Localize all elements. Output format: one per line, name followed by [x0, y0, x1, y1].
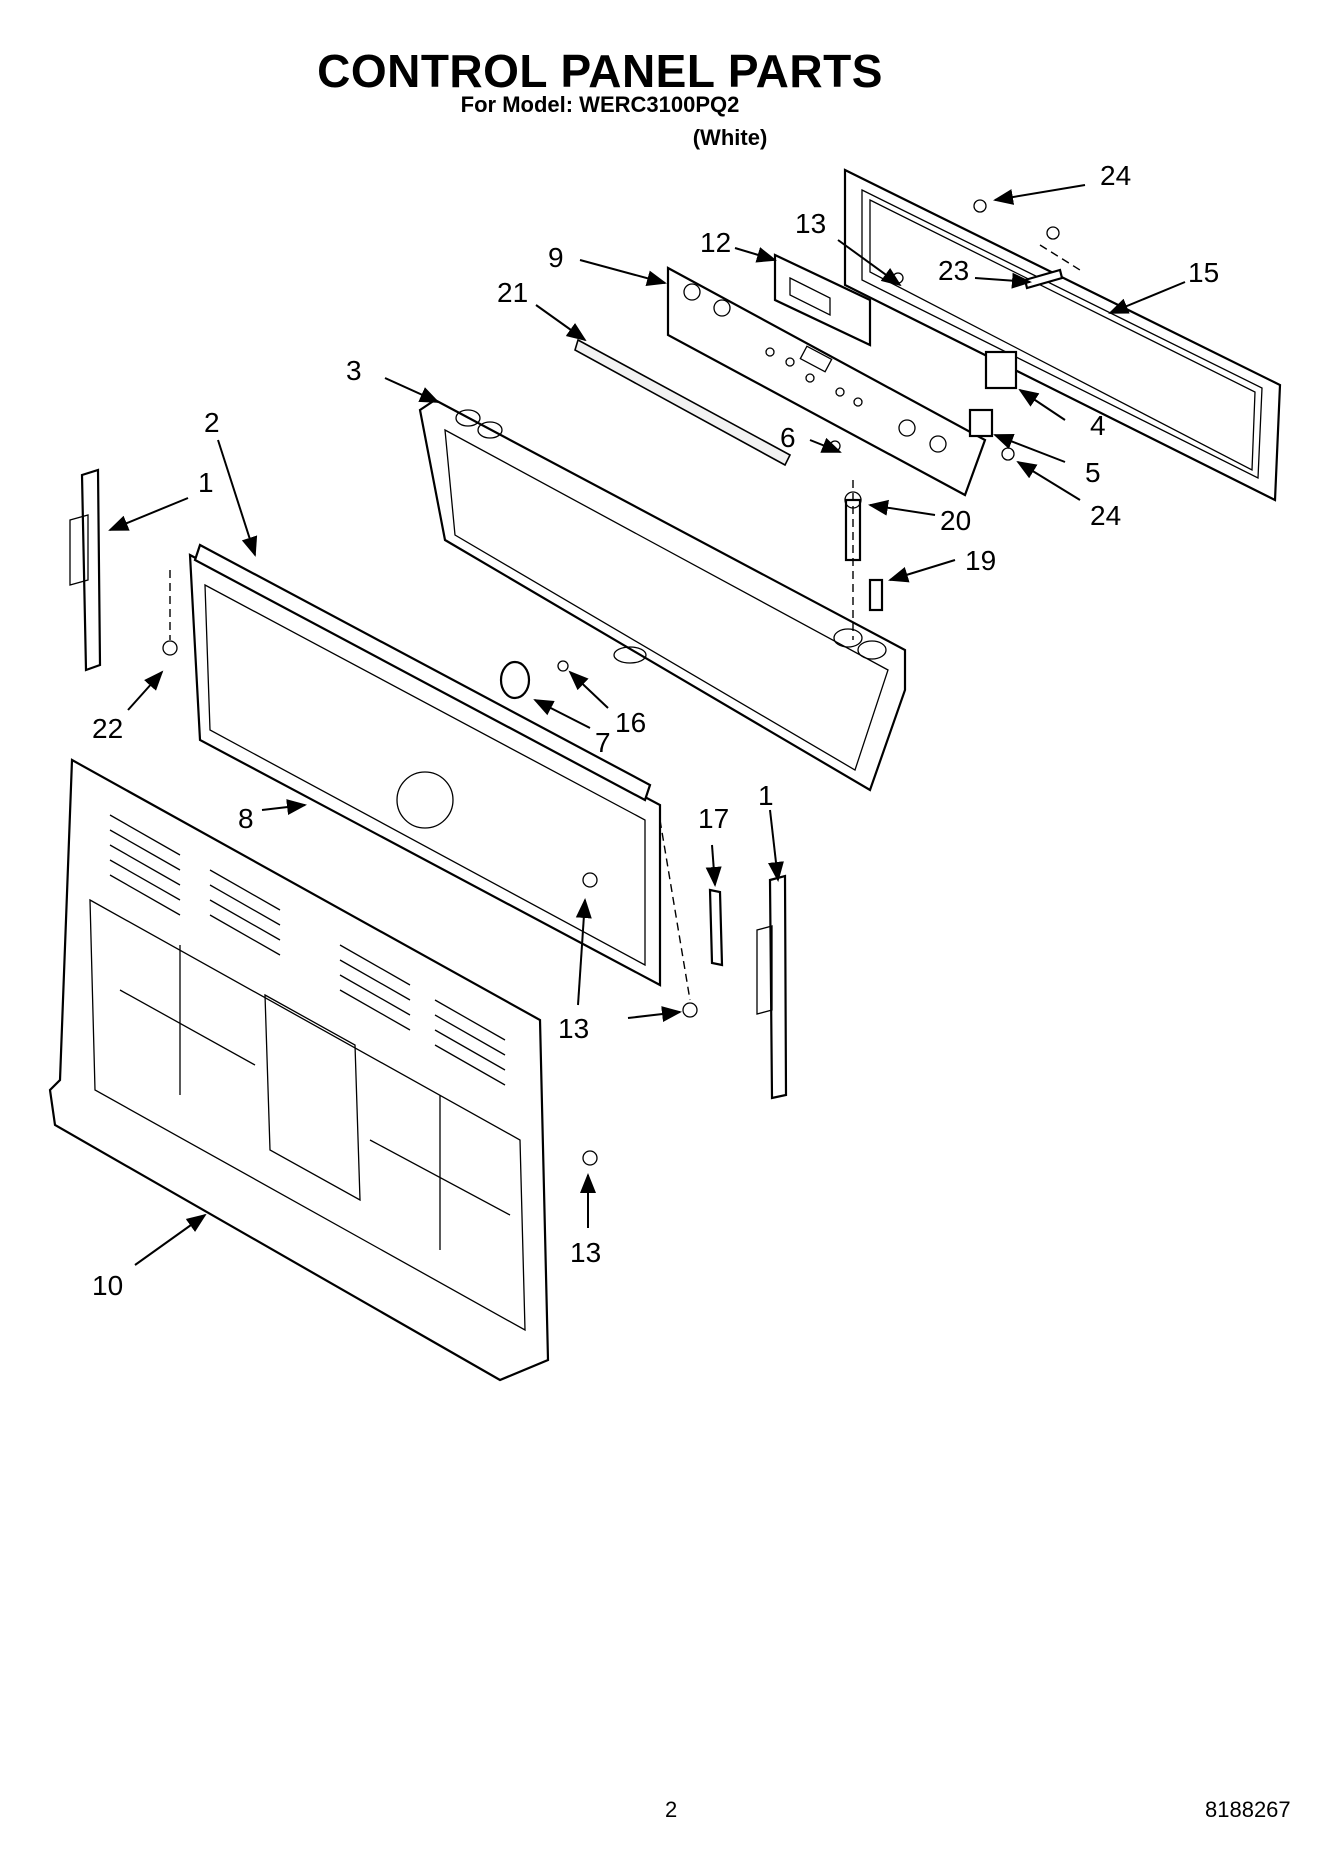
part-1-end-bracket-right [756, 874, 788, 1100]
part-12-electronic-control [773, 253, 872, 347]
callout-2: 2 [204, 407, 220, 438]
part-10-rear-panel [48, 758, 550, 1382]
callout-21: 21 [497, 277, 528, 308]
callout-24-bottom: 24 [1090, 500, 1121, 531]
color-variant: (White) [692, 125, 768, 150]
callout-4: 4 [1090, 410, 1106, 441]
callout-13-top: 13 [795, 208, 826, 239]
callout-9: 9 [548, 242, 564, 273]
part-5-relay [968, 408, 994, 438]
part-9-console-panel [666, 266, 987, 497]
part-15-trim-frame [843, 168, 1282, 502]
part-1-end-bracket-left [69, 468, 102, 672]
callout-22: 22 [92, 713, 123, 744]
callout-16: 16 [615, 707, 646, 738]
leader-arrows [108, 184, 1186, 1266]
part-21-bracket [574, 338, 792, 467]
callout-19: 19 [965, 545, 996, 576]
callout-20: 20 [940, 505, 971, 536]
page-number: 2 [665, 1797, 678, 1822]
callout-3: 3 [346, 355, 362, 386]
model-number: For Model: WERC3100PQ2 [460, 92, 740, 117]
callout-15: 15 [1188, 257, 1219, 288]
part-2-rail [193, 543, 652, 802]
callout-13-mid: 13 [558, 1013, 589, 1044]
callout-24-top: 24 [1100, 160, 1131, 191]
page-title: CONTROL PANEL PARTS [317, 45, 883, 97]
callout-7: 7 [595, 727, 611, 758]
document-number: 8188267 [1205, 1797, 1291, 1822]
callout-10: 10 [92, 1270, 123, 1301]
callout-13-bottom: 13 [570, 1237, 601, 1268]
part-17-wire-clip [708, 888, 724, 967]
callout-17: 17 [698, 803, 729, 834]
callout-23: 23 [938, 255, 969, 286]
callout-12: 12 [700, 227, 731, 258]
callout-6: 6 [780, 422, 796, 453]
part-4-switch [984, 350, 1018, 390]
callout-5: 5 [1085, 457, 1101, 488]
part-3-housing [418, 398, 907, 792]
callout-8: 8 [238, 803, 254, 834]
callout-1-left: 1 [198, 467, 214, 498]
part-7-knob [499, 660, 531, 700]
callout-1-right: 1 [758, 780, 774, 811]
part-8-support-bracket [188, 553, 662, 987]
part-19-connector [868, 578, 884, 612]
